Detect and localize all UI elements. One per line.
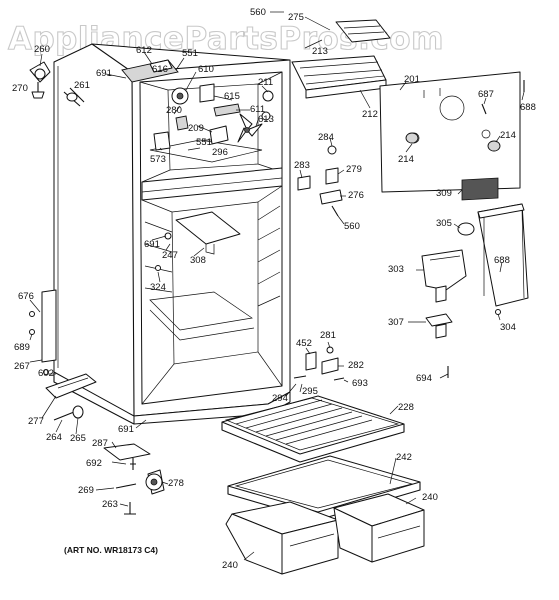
label-691-lower: 691 <box>118 424 134 435</box>
label-240-right: 240 <box>422 492 438 503</box>
part-number-labels: 560 275 213 260 612 551 691 610 616 211 … <box>12 7 536 571</box>
label-247: 247 <box>162 250 178 261</box>
label-209: 209 <box>188 123 204 134</box>
label-688-lower: 688 <box>494 255 510 266</box>
label-264: 264 <box>46 432 62 443</box>
label-280: 280 <box>166 105 182 116</box>
label-260: 260 <box>34 44 50 55</box>
label-551-lower: 551 <box>196 137 212 148</box>
top-hinge <box>29 61 51 99</box>
label-212: 212 <box>362 109 378 120</box>
label-692: 692 <box>86 458 102 469</box>
label-278: 278 <box>168 478 184 489</box>
label-693: 693 <box>352 378 368 389</box>
label-240-left: 240 <box>222 560 238 571</box>
label-281: 281 <box>320 330 336 341</box>
bottom-hinge <box>45 373 97 421</box>
control-knob-left <box>405 132 419 144</box>
label-270: 270 <box>12 83 28 94</box>
label-214-right: 214 <box>500 130 516 141</box>
label-616: 616 <box>152 64 168 75</box>
fan-blade <box>237 113 263 143</box>
crisper-drawer-left <box>225 501 339 575</box>
label-228: 228 <box>398 402 414 413</box>
label-303: 303 <box>388 264 404 275</box>
label-615: 615 <box>224 91 240 102</box>
label-304: 304 <box>500 322 516 333</box>
roller-assembly <box>145 469 165 495</box>
label-296: 296 <box>212 147 228 158</box>
label-610: 610 <box>198 64 214 75</box>
label-560-top: 560 <box>250 7 266 18</box>
label-211: 211 <box>258 77 273 88</box>
label-294: 294 <box>272 393 288 404</box>
label-452: 452 <box>296 338 312 349</box>
crisper-drawer-right <box>333 493 425 563</box>
label-269: 269 <box>78 485 94 496</box>
label-613: 613 <box>258 114 274 125</box>
label-612: 612 <box>136 45 152 56</box>
light-shield <box>421 249 467 303</box>
label-283: 283 <box>294 160 310 171</box>
label-676: 676 <box>18 291 34 302</box>
label-308: 308 <box>190 255 206 266</box>
label-560-middle: 560 <box>344 221 360 232</box>
label-265: 265 <box>70 433 86 444</box>
shelf-support-bracket <box>175 211 241 245</box>
label-213: 213 <box>312 46 328 57</box>
rating-label-plate <box>461 177 499 201</box>
label-691-middle: 691 <box>144 239 160 250</box>
evaporator-cover-panel <box>379 71 521 193</box>
light-socket-ring <box>327 145 337 155</box>
label-307: 307 <box>388 317 404 328</box>
label-324: 324 <box>150 282 166 293</box>
label-305: 305 <box>436 218 452 229</box>
label-573: 573 <box>150 154 166 165</box>
side-trim-hinge <box>29 289 57 375</box>
label-261: 261 <box>74 80 90 91</box>
label-688-upper: 688 <box>520 102 536 113</box>
label-295: 295 <box>302 386 318 397</box>
label-267: 267 <box>14 361 30 372</box>
label-602: 602 <box>38 368 54 379</box>
label-201: 201 <box>404 74 420 85</box>
leader-lines <box>29 11 525 561</box>
lamp-socket <box>425 313 453 327</box>
label-284: 284 <box>318 132 334 143</box>
art-number: (ART NO. WR18173 C4) <box>64 545 158 555</box>
wire-shelf <box>221 395 405 463</box>
label-242: 242 <box>396 452 412 463</box>
label-282: 282 <box>348 360 364 371</box>
label-611: 611 <box>250 104 265 115</box>
label-287: 287 <box>92 438 108 449</box>
label-687: 687 <box>478 89 494 100</box>
label-275: 275 <box>288 12 304 23</box>
control-knob-right <box>487 140 501 152</box>
evaporator-fan-assembly <box>121 59 274 151</box>
thermostat-knob <box>457 222 475 236</box>
leveling-leg-bracket <box>103 443 151 461</box>
label-694: 694 <box>416 373 432 384</box>
label-276: 276 <box>348 190 364 201</box>
label-279: 279 <box>346 164 362 175</box>
label-309: 309 <box>436 188 452 199</box>
label-551-upper: 551 <box>182 48 198 59</box>
label-214-left: 214 <box>398 154 414 165</box>
label-691-upper: 691 <box>96 68 112 79</box>
refrigerator-cabinet <box>53 43 291 425</box>
label-263: 263 <box>102 499 118 510</box>
control-housing <box>477 203 529 315</box>
label-689: 689 <box>14 342 30 353</box>
label-277: 277 <box>28 416 44 427</box>
